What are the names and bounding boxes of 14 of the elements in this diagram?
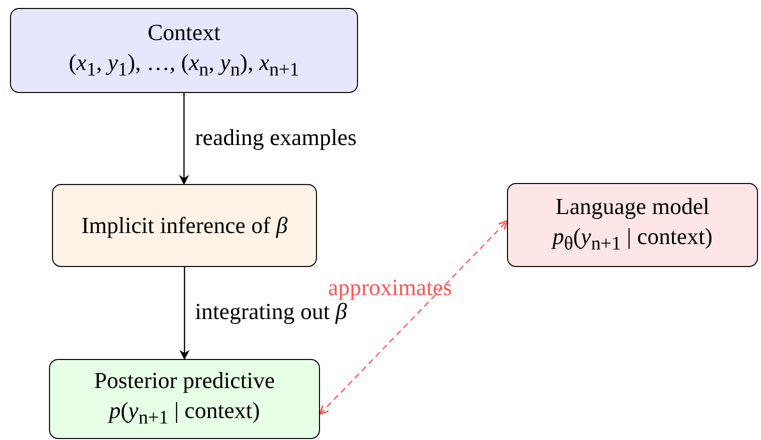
arrow xyxy=(179,93,189,185)
node-title: Language model xyxy=(556,193,710,222)
node-title: Posterior predictive xyxy=(94,367,275,396)
posterior-box xyxy=(49,359,320,439)
model-box xyxy=(507,183,758,267)
arrow xyxy=(180,267,190,360)
node-text: Implicit inference of β xyxy=(81,212,288,240)
node-text: p$_{θ}$(y$_{n+1}$ | context) xyxy=(552,223,712,257)
arrow xyxy=(319,220,508,415)
node-text: p(y$_{n+1}$ | context) xyxy=(109,397,260,431)
inference-box xyxy=(52,184,317,267)
node-title: Context xyxy=(148,18,220,47)
context-box xyxy=(10,8,358,93)
node-text: (x$_{1}$, y$_{1}$), …, (x$_{n}$, y$_{n}$), x$_{n+1}$ xyxy=(68,48,300,82)
